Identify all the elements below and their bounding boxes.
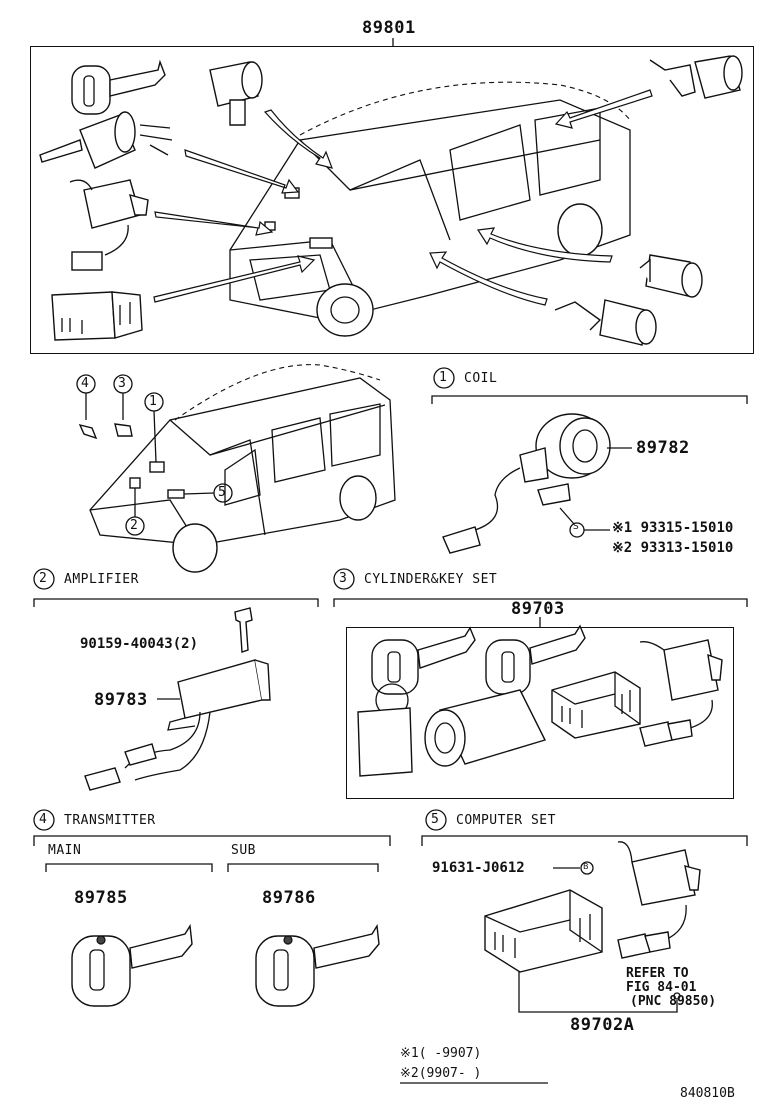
transmitter-main-part: 89785 [74, 888, 128, 908]
amplifier-part-number: 89783 [94, 690, 148, 710]
callout-5: 5 [218, 485, 226, 500]
computer-top [51, 291, 143, 341]
main-part-number: 89801 [362, 18, 416, 38]
transmitter-sub-label: SUB [231, 843, 256, 858]
computer-part-number: 89702A [570, 1015, 635, 1035]
cylinder-right-2 [554, 299, 657, 346]
coil-part [442, 413, 611, 554]
van-overview [229, 81, 631, 337]
amplifier-bolt-number: 90159-40043(2) [80, 636, 199, 652]
transmitter-sub [255, 923, 380, 1007]
switch-top [69, 179, 149, 271]
cylinder-set-box [346, 627, 734, 799]
cylinder-right-1 [639, 254, 703, 298]
transmitter-sub-part: 89786 [262, 888, 316, 908]
callout-2: 2 [130, 518, 138, 533]
cylinder-number: 3 [339, 571, 347, 586]
callout-3: 3 [118, 376, 126, 391]
coil-ref-2: ※2 93313-15010 [612, 540, 734, 556]
amplifier-part [84, 607, 271, 791]
cylinder-key-set [357, 624, 723, 777]
door-lock-top-right [649, 55, 743, 99]
cylinder-part-number: 89703 [511, 599, 565, 619]
amplifier-number: 2 [39, 571, 47, 586]
computer-screw-mark: B [583, 862, 589, 871]
computer-set [484, 841, 701, 973]
coil-part-number: 89782 [636, 438, 690, 458]
coil-number: 1 [439, 370, 447, 385]
computer-refer-3: (PNC 89850) [630, 994, 717, 1009]
computer-number: 5 [431, 812, 439, 827]
figure-code: 840810B [680, 1086, 735, 1101]
transmitter-number: 4 [39, 812, 47, 827]
transmitter-title: TRANSMITTER [64, 813, 156, 828]
coil-screw-mark: S [573, 522, 579, 532]
cylinder-title: CYLINDER&KEY SET [364, 572, 498, 587]
lock-top [209, 61, 263, 126]
callout-4: 4 [81, 376, 89, 391]
transmitter-main-label: MAIN [48, 843, 82, 858]
computer-refer-2: FIG 84-01 [626, 980, 697, 995]
computer-title: COMPUTER SET [456, 813, 556, 828]
callout-1: 1 [149, 394, 157, 409]
cylinder-top [39, 111, 173, 169]
computer-screw-number: 91631-J0612 [432, 860, 525, 876]
note-1: ※1( -9907) [400, 1046, 482, 1061]
note-2: ※2(9907- ) [400, 1066, 482, 1081]
coil-ref-1: ※1 93315-15010 [612, 520, 734, 536]
van-locator [89, 364, 396, 573]
overview-box [30, 46, 754, 354]
amplifier-title: AMPLIFIER [64, 572, 139, 587]
transmitter-main [71, 923, 193, 1007]
key-top [71, 59, 166, 115]
computer-refer-1: REFER TO [626, 966, 689, 981]
coil-title: COIL [464, 371, 498, 386]
